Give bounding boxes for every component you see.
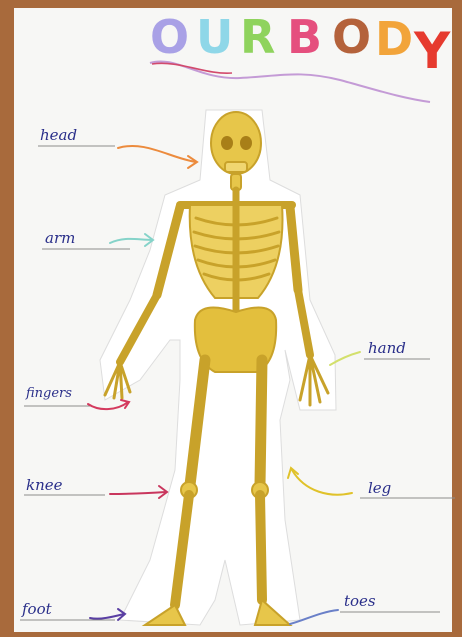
eye-socket-right — [240, 136, 252, 150]
title-letter-y: Y — [414, 22, 450, 80]
title-letter-d: D — [375, 12, 413, 66]
title-letter-r: R — [240, 10, 275, 64]
label-toes: toes — [344, 592, 376, 610]
label-fingers: fingers — [26, 386, 72, 401]
title-letter-b: B — [287, 10, 322, 64]
jaw — [225, 162, 247, 172]
label-knee: knee — [26, 476, 63, 494]
title-letter-u: U — [196, 10, 233, 64]
label-foot: foot — [22, 600, 52, 618]
label-head: head — [40, 126, 77, 144]
label-leg: leg — [368, 479, 391, 497]
label-arm: arm — [45, 229, 75, 247]
label-hand: hand — [368, 339, 406, 357]
shin-right — [260, 495, 262, 600]
femur-right — [260, 360, 262, 485]
title-letter-o1: O — [150, 10, 189, 64]
eye-socket-left — [221, 136, 233, 150]
title-letter-o2: O — [332, 10, 371, 64]
